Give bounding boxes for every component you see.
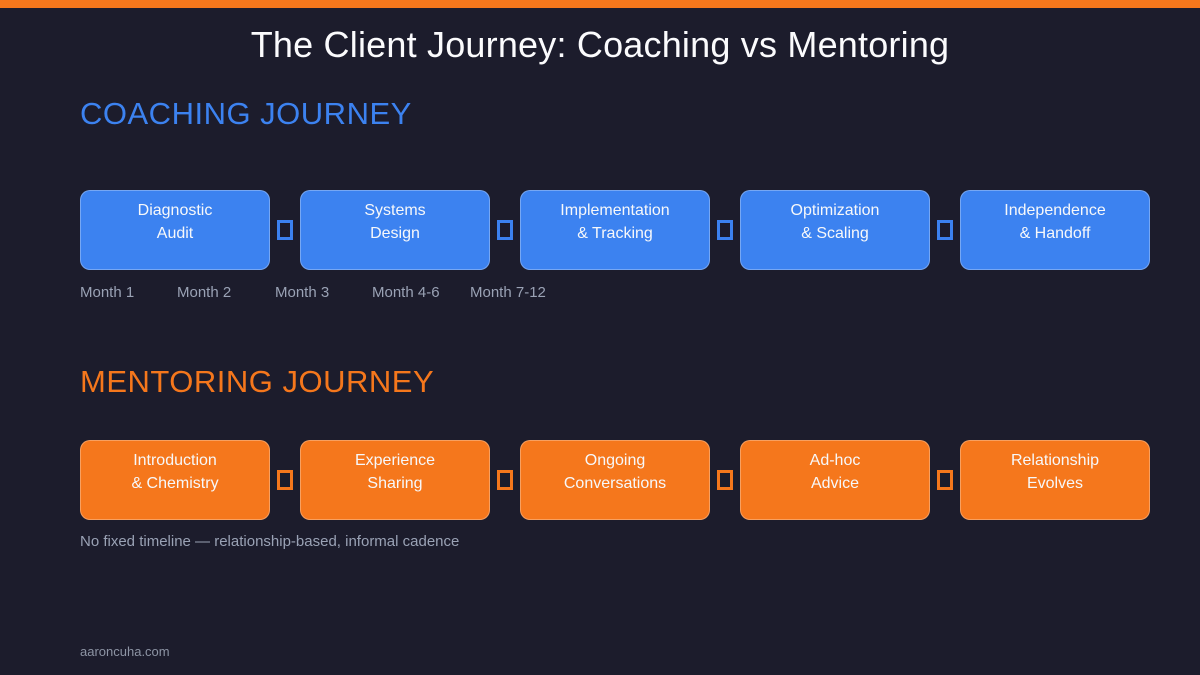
stage-box-independence-handoff: Independence & Handoff — [960, 190, 1150, 270]
stage-label-line: Optimization — [790, 202, 880, 219]
timeline-label-month-4-6: Month 4-6 — [372, 284, 440, 301]
coaching-journey-heading: COACHING JOURNEY — [80, 96, 412, 131]
timeline-label-month-7-12: Month 7-12 — [470, 284, 546, 301]
connector-square-icon — [717, 470, 733, 490]
stage-label-line: Design — [370, 225, 420, 242]
stage-label-line: & Scaling — [801, 225, 869, 242]
stage-label-line: Ad-hoc — [809, 452, 861, 469]
timeline-label-month-3: Month 3 — [275, 284, 330, 301]
stage-box-ongoing-conversations: Ongoing Conversations — [520, 440, 710, 520]
stage-box-diagnostic-audit: Diagnostic Audit — [80, 190, 270, 270]
top-accent-bar — [0, 0, 1200, 8]
stage-box-implementation-tracking: Implementation & Tracking — [520, 190, 710, 270]
stage-label-line: Audit — [156, 225, 194, 242]
footer-url: aaroncuha.com — [80, 644, 170, 659]
stage-connector — [270, 190, 300, 270]
stage-label-line: Diagnostic — [137, 202, 213, 219]
stage-label-line: Introduction — [133, 452, 217, 469]
stage-label-line: Ongoing — [584, 452, 646, 469]
mentoring-journey-heading: MENTORING JOURNEY — [80, 364, 435, 399]
stage-box-optimization-scaling: Optimization & Scaling — [740, 190, 930, 270]
connector-square-icon — [937, 220, 953, 240]
stage-box-introduction-chemistry: Introduction & Chemistry — [80, 440, 270, 520]
connector-square-icon — [277, 470, 293, 490]
stage-connector — [270, 440, 300, 520]
connector-square-icon — [277, 220, 293, 240]
mentoring-timeline-note: No fixed timeline — relationship-based, … — [80, 533, 460, 550]
stage-connector — [930, 190, 960, 270]
stage-label-line: Systems — [364, 202, 426, 219]
stage-label-line: & Chemistry — [131, 475, 219, 492]
mentoring-stage-row: Introduction & Chemistry Experience Shar… — [80, 440, 1150, 520]
stage-label-line: Advice — [810, 475, 860, 492]
connector-square-icon — [717, 220, 733, 240]
stage-label-line: Sharing — [367, 475, 423, 492]
stage-box-systems-design: Systems Design — [300, 190, 490, 270]
stage-connector — [710, 190, 740, 270]
stage-label-line: Experience — [354, 452, 436, 469]
stage-box-ad-hoc-advice: Ad-hoc Advice — [740, 440, 930, 520]
stage-label-line: Implementation — [560, 202, 670, 219]
timeline-label-month-1: Month 1 — [80, 284, 135, 301]
page-title: The Client Journey: Coaching vs Mentorin… — [250, 24, 950, 65]
stage-connector — [930, 440, 960, 520]
connector-square-icon — [497, 470, 513, 490]
stage-label-line: & Tracking — [577, 225, 653, 242]
stage-connector — [490, 440, 520, 520]
stage-label-line: Independence — [1004, 202, 1106, 219]
stage-connector — [710, 440, 740, 520]
connector-square-icon — [497, 220, 513, 240]
stage-box-relationship-evolves: Relationship Evolves — [960, 440, 1150, 520]
timeline-label-month-2: Month 2 — [177, 284, 232, 301]
stage-label-line: Relationship — [1010, 452, 1100, 469]
stage-label-line: Conversations — [563, 475, 667, 492]
stage-box-experience-sharing: Experience Sharing — [300, 440, 490, 520]
stage-label-line: Evolves — [1026, 475, 1084, 492]
connector-square-icon — [937, 470, 953, 490]
stage-label-line: & Handoff — [1019, 225, 1091, 242]
coaching-timeline: Month 1 Month 2 Month 3 Month 4-6 Month … — [80, 284, 1150, 304]
coaching-stage-row: Diagnostic Audit Systems Design Implemen… — [80, 190, 1150, 270]
stage-connector — [490, 190, 520, 270]
